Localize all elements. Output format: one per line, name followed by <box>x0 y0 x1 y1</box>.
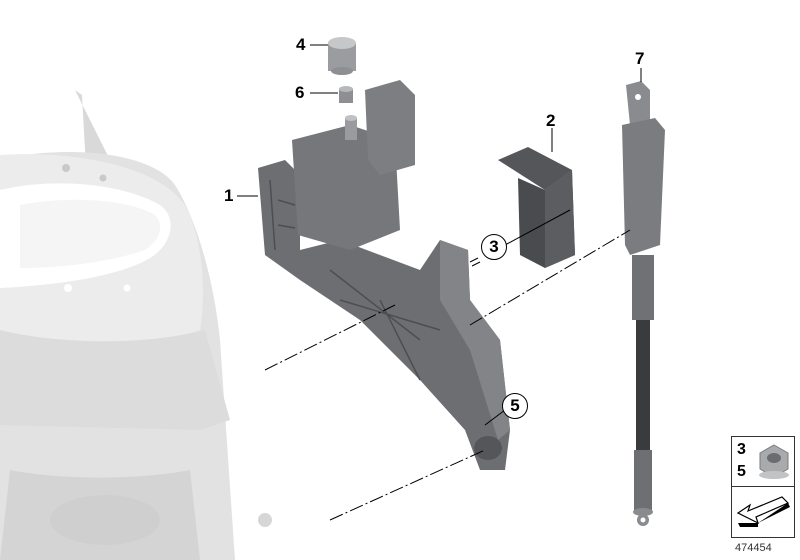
housing-illustration <box>0 90 272 560</box>
callout-5[interactable]: 5 <box>502 393 528 419</box>
callout-2[interactable]: 2 <box>546 111 556 130</box>
hex-nut-icon <box>759 444 789 479</box>
fastener-inset: 3 5 <box>731 436 795 538</box>
inset-label-5: 5 <box>737 463 746 480</box>
callout-6[interactable]: 6 <box>295 83 305 102</box>
inset-fastener-panel: 3 5 <box>732 437 794 487</box>
leader-lines <box>237 44 642 426</box>
cover-part-2 <box>498 147 575 268</box>
callout-4[interactable]: 4 <box>296 35 306 54</box>
callout-7[interactable]: 7 <box>635 49 645 68</box>
callout-1[interactable]: 1 <box>224 186 234 205</box>
cable-part-7 <box>622 81 665 526</box>
assembly-lines <box>264 229 631 521</box>
inset-label-3: 3 <box>737 441 746 458</box>
bracket-part-1 <box>258 80 510 470</box>
sleeve-part-6 <box>339 86 353 103</box>
direction-arrow-icon <box>736 496 790 527</box>
callout-3[interactable]: 3 <box>481 234 507 260</box>
bolt-part-4 <box>328 37 356 75</box>
document-number: 474454 <box>735 542 772 554</box>
